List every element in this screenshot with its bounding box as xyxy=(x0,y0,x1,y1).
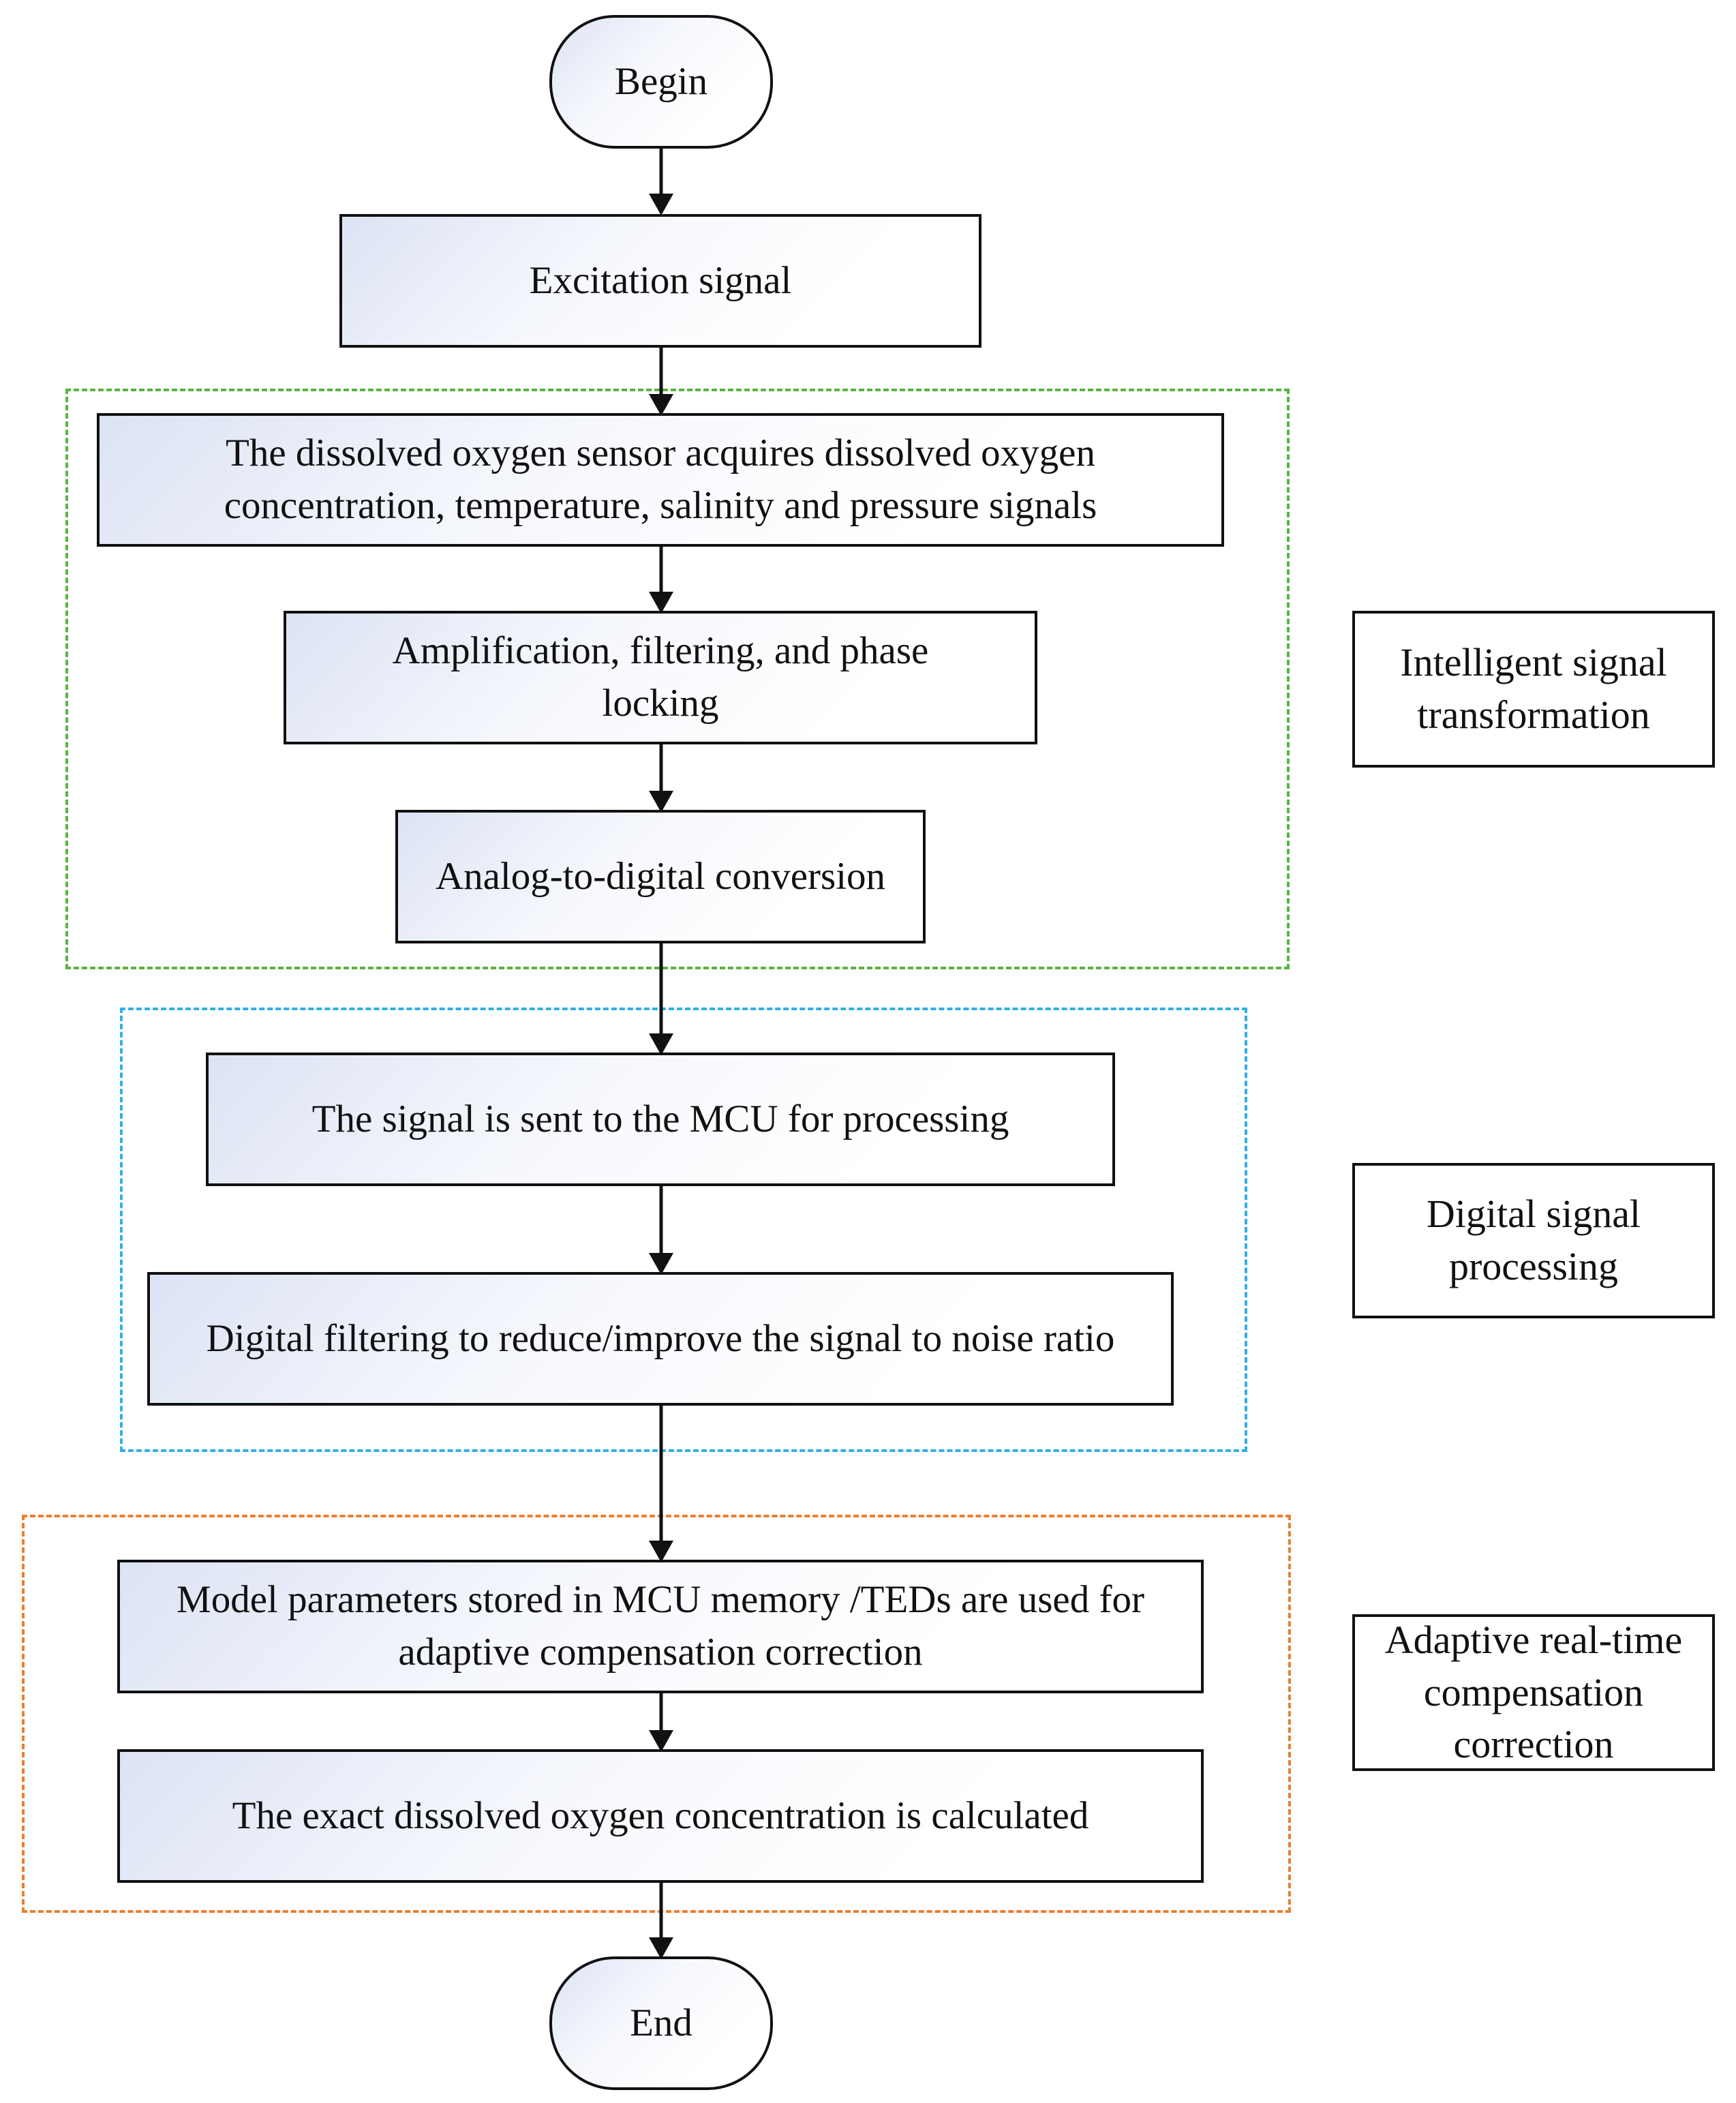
stage-label-transformation-text: Intelligent signal transformation xyxy=(1400,640,1667,737)
sensor-acquisition-text: The dissolved oxygen sensor acquires dis… xyxy=(224,432,1097,527)
stage-label-transformation: Intelligent signal transformation xyxy=(1352,611,1715,768)
stage-label-digital: Digital signal processing xyxy=(1352,1163,1715,1318)
adc-text: Analog-to-digital conversion xyxy=(435,854,886,898)
arrowhead-mcu xyxy=(649,1033,673,1055)
adc-step: Analog-to-digital conversion xyxy=(395,810,926,943)
digital-filtering-text: Digital filtering to reduce/improve the … xyxy=(206,1316,1115,1360)
digital-filtering-step: Digital filtering to reduce/improve the … xyxy=(147,1272,1174,1406)
digital-signal-processing-group xyxy=(120,1008,1247,1452)
arrowhead-adc xyxy=(649,791,673,813)
arrowhead-excitation xyxy=(649,194,673,215)
arrowhead-calculate xyxy=(649,1730,673,1752)
arrowhead-model xyxy=(649,1541,673,1562)
stage-label-adaptive-text: Adaptive real-time compensation correcti… xyxy=(1384,1618,1683,1767)
model-parameters-step: Model parameters stored in MCU memory /T… xyxy=(117,1560,1204,1693)
end-label: End xyxy=(630,2001,692,2044)
mcu-processing-step: The signal is sent to the MCU for proces… xyxy=(206,1053,1115,1186)
stage-label-digital-text: Digital signal processing xyxy=(1426,1192,1641,1288)
excitation-signal-text: Excitation signal xyxy=(529,258,792,302)
arrowhead-amplify xyxy=(649,592,673,614)
end-terminal: End xyxy=(549,1956,773,2090)
begin-label: Begin xyxy=(614,59,708,103)
concentration-calculation-step: The exact dissolved oxygen concentration… xyxy=(117,1749,1204,1883)
adaptive-compensation-group xyxy=(22,1515,1291,1913)
arrowhead-end xyxy=(649,1937,673,1959)
stage-label-adaptive: Adaptive real-time compensation correcti… xyxy=(1352,1614,1715,1771)
intelligent-signal-transformation-group xyxy=(65,389,1290,969)
model-parameters-text: Model parameters stored in MCU memory /T… xyxy=(177,1578,1144,1674)
arrowhead-digital-filter xyxy=(649,1253,673,1275)
begin-terminal: Begin xyxy=(549,15,773,149)
amplification-text: Amplification, filtering, and phase lock… xyxy=(392,629,929,725)
excitation-signal-step: Excitation signal xyxy=(339,214,981,348)
concentration-calculation-text: The exact dissolved oxygen concentration… xyxy=(232,1794,1089,1837)
sensor-acquisition-step: The dissolved oxygen sensor acquires dis… xyxy=(97,413,1224,547)
mcu-processing-text: The signal is sent to the MCU for proces… xyxy=(311,1097,1009,1140)
arrowhead-acquire xyxy=(649,394,673,416)
amplification-step: Amplification, filtering, and phase lock… xyxy=(284,611,1037,744)
